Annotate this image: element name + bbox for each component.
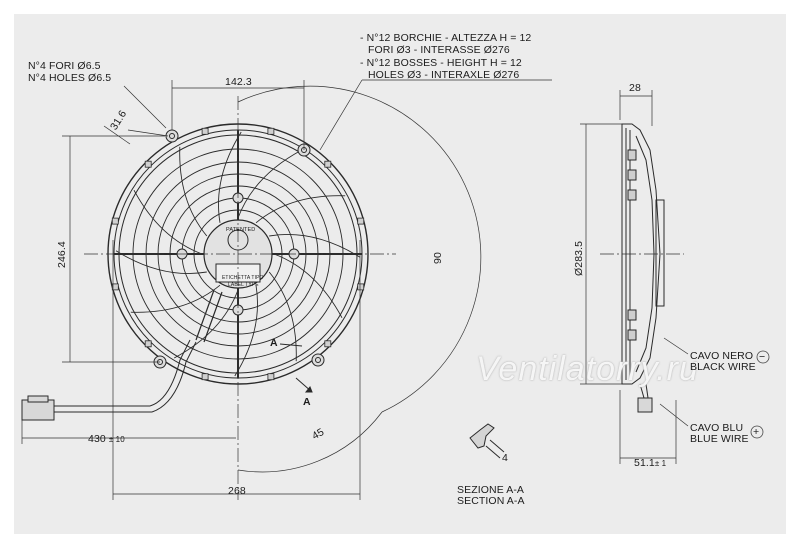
patented-label: PATENTED [226, 227, 256, 233]
bosses-note-it-2: FORI Ø3 - INTERASSE Ø276 [368, 44, 510, 56]
drawing-sheet: PATENTED ETICHETTA TIPO LABEL TYPE [14, 14, 786, 534]
wire-black-it: CAVO NERO [690, 350, 754, 362]
dim-left-height: 246.4 [56, 241, 68, 268]
label-type-it: ETICHETTA TIPO [222, 275, 264, 281]
section-arrows [279, 343, 313, 393]
mounting-hole [311, 353, 325, 367]
dim-cable-length: 430 ± 10 [88, 433, 125, 446]
rim-boss [201, 373, 209, 381]
wire-black-en: BLACK WIRE [690, 361, 756, 373]
label-type-en: LABEL TYPE [228, 282, 259, 288]
rim-boss [324, 160, 332, 168]
rim-boss [111, 217, 119, 225]
rim-boss [144, 340, 152, 348]
dim-side-value: 51.1 [634, 457, 655, 469]
dim-section-depth: 4 [502, 452, 508, 464]
cable-channel [195, 289, 223, 343]
fan-blade [115, 250, 207, 274]
rim-boss [144, 160, 152, 168]
dim-cable-value: 430 [88, 433, 106, 445]
rim-boss [111, 283, 119, 291]
rim-boss [324, 340, 332, 348]
minus-symbol: − [759, 351, 766, 363]
fan-blade [268, 271, 297, 362]
rim-boss [267, 373, 275, 381]
bosses-note-en-2: HOLES Ø3 - INTERAXLE Ø276 [368, 69, 520, 81]
dim-depth: 28 [629, 82, 641, 94]
bosses-note-en-1: - N°12 BOSSES - HEIGHT H = 12 [360, 57, 522, 69]
rim-boss [201, 127, 209, 135]
section-title-en: SECTION A-A [457, 495, 525, 507]
dim-side-tol: ± 1 [654, 459, 667, 468]
section-detail [469, 423, 505, 459]
fan-blade [237, 149, 303, 219]
bosses-note-it-1: - N°12 BORCHIE - ALTEZZA H = 12 [360, 32, 532, 44]
fan-blade [133, 189, 203, 255]
section-marker-bottom: A [303, 396, 311, 408]
fan-blade [234, 285, 258, 377]
mounting-hole-inner [315, 357, 321, 363]
side-view [621, 123, 665, 413]
fan-blade [255, 195, 346, 224]
connector [21, 339, 197, 421]
fan-blade [218, 131, 242, 223]
dim-side-depth: 51.1± 1 [634, 457, 666, 470]
dimension-lines [21, 79, 689, 500]
holes-note-it: N°4 FORI Ø6.5 [28, 60, 101, 72]
section-title-it: SEZIONE A-A [457, 484, 525, 496]
fan-blade [179, 146, 208, 237]
rim-boss [357, 217, 365, 225]
rim-boss [267, 127, 275, 135]
wire-blue-en: BLUE WIRE [690, 433, 749, 445]
dim-diameter: Ø283.5 [573, 240, 585, 276]
wire-blue-it: CAVO BLU [690, 422, 744, 434]
fan-technical-drawing [21, 79, 770, 500]
polarity-symbols [750, 350, 770, 439]
dim-top-width: 142.3 [225, 76, 252, 88]
fan-blade [130, 284, 221, 313]
watermark: Ventilatorry.ru [476, 350, 699, 388]
mounting-hole-inner [169, 133, 175, 139]
dim-bottom-width: 268 [228, 485, 246, 497]
section-marker-top: A [270, 337, 278, 349]
rim-boss [357, 283, 365, 291]
fan-blade [273, 253, 343, 319]
dim-angle-90: 90 [432, 252, 444, 264]
dim-cable-tol: ± 10 [108, 435, 125, 444]
holes-note-en: N°4 HOLES Ø6.5 [28, 72, 112, 84]
fan-blade [269, 234, 361, 258]
plus-symbol: + [753, 426, 760, 438]
